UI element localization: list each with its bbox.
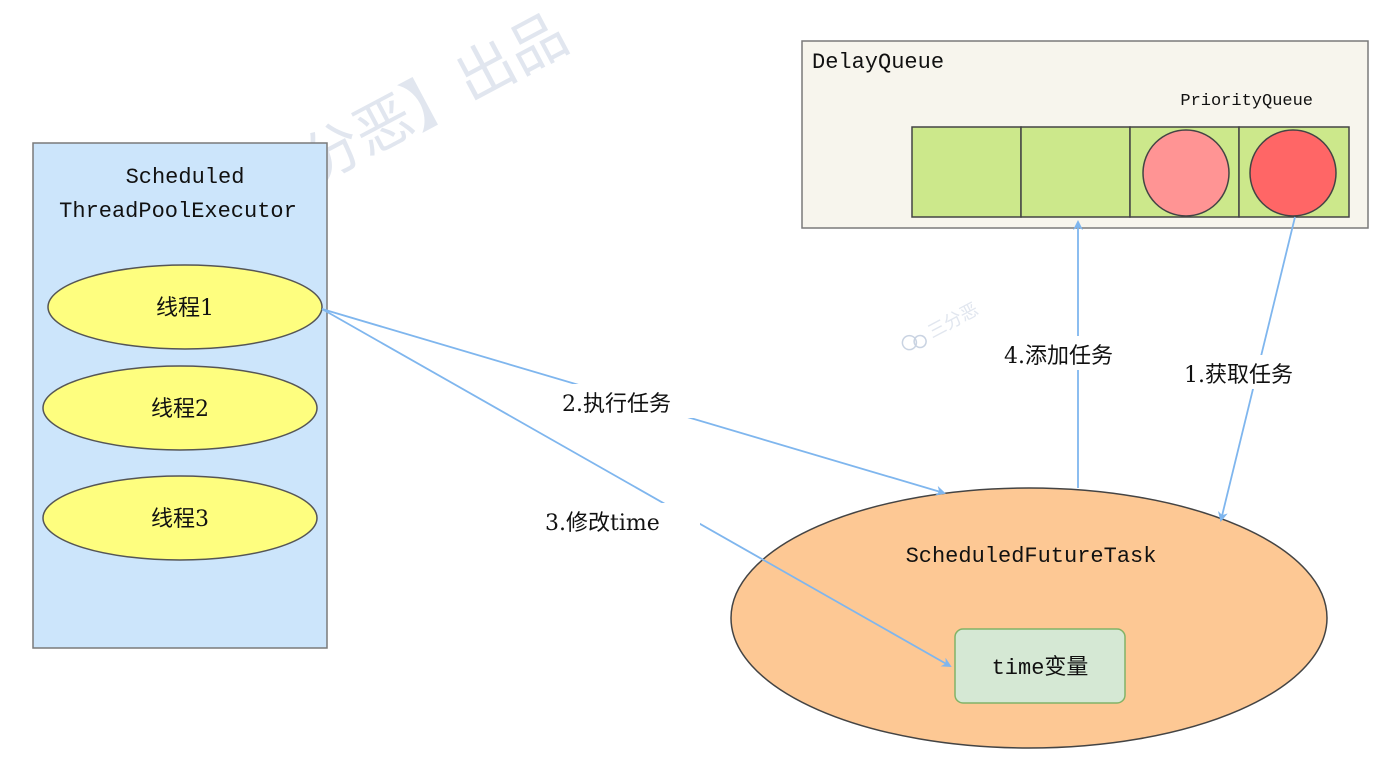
watermark-small: 三分恶 bbox=[901, 299, 983, 351]
label-add-task: 4.添加任务 bbox=[1004, 344, 1113, 369]
priority-queue bbox=[911, 126, 1350, 218]
executor-title-line1: Scheduled bbox=[126, 165, 245, 190]
arrow-labels: 2.执行任务 3.修改time 4.添加任务 1.获取任务 bbox=[540, 336, 1340, 537]
queued-task-dark bbox=[1249, 129, 1337, 217]
queue-slot-1 bbox=[911, 126, 1022, 218]
label-get-task: 1.获取任务 bbox=[1184, 363, 1293, 388]
queued-task-light bbox=[1142, 129, 1230, 217]
thread-2: 线程2 bbox=[42, 365, 318, 451]
thread-3: 线程3 bbox=[42, 475, 318, 561]
thread-1: 线程1 bbox=[47, 264, 323, 350]
time-field-label: time变量 bbox=[992, 655, 1089, 681]
scheduled-future-task: ScheduledFutureTask time变量 bbox=[730, 487, 1328, 749]
queue-slot-2 bbox=[1020, 126, 1131, 218]
label-execute-task: 2.执行任务 bbox=[562, 392, 671, 417]
wechat-icon bbox=[901, 334, 927, 351]
task-ellipse bbox=[730, 487, 1328, 749]
watermark-small-text: 三分恶 bbox=[925, 299, 983, 343]
priority-queue-label: PriorityQueue bbox=[1180, 92, 1313, 111]
thread-pool-executor: Scheduled ThreadPoolExecutor 线程1 线程2 线程3 bbox=[32, 142, 328, 649]
thread-3-label: 线程3 bbox=[151, 507, 209, 532]
arrow-modify-time bbox=[321, 308, 952, 667]
thread-1-label: 线程1 bbox=[156, 296, 214, 321]
time-field-box bbox=[954, 628, 1126, 704]
executor-title-line2: ThreadPoolExecutor bbox=[59, 199, 297, 224]
task-title: ScheduledFutureTask bbox=[906, 544, 1157, 569]
delay-queue-title: DelayQueue bbox=[812, 50, 944, 75]
delay-queue: DelayQueue PriorityQueue bbox=[801, 40, 1369, 229]
label-modify-time: 3.修改time bbox=[545, 511, 660, 536]
thread-2-label: 线程2 bbox=[151, 397, 209, 422]
